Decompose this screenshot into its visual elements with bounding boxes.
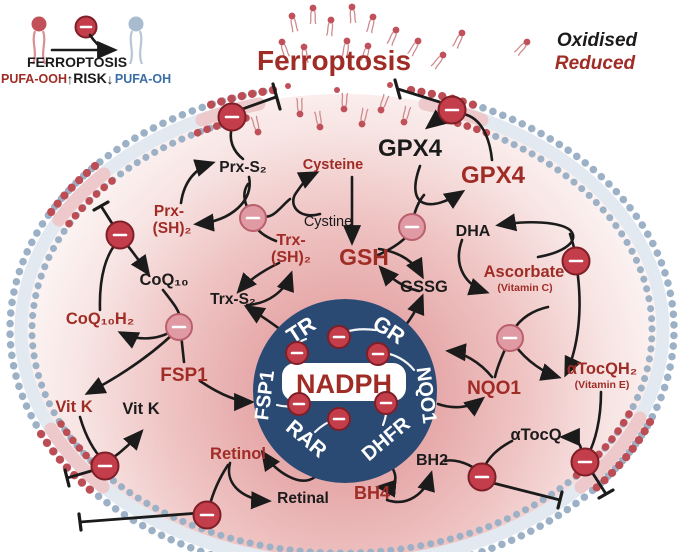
label-atocq-oxidised: αTocQ — [510, 426, 561, 444]
legend-risk-word: RISK — [73, 70, 106, 86]
label-bh4: BH4 — [354, 483, 390, 503]
metabolite-labels: GPX4 GPX4 Cysteine Cystine GSH GSSG Prx-… — [55, 135, 637, 507]
cell-membrane — [6, 85, 678, 552]
legend-ferroptosis-word: FERROPTOSIS — [27, 54, 127, 70]
label-prx-reduced-line1: Prx- — [154, 203, 184, 220]
label-vitk-oxidised: Vit K — [122, 400, 159, 418]
legend-up-arrow: ↑ — [67, 71, 74, 87]
legend-box: FERROPTOSIS PUFA-OOH ↑ RISK ↓ PUFA-OH — [1, 16, 171, 87]
label-gpx4-oxidised: GPX4 — [378, 135, 443, 162]
label-dha: DHA — [456, 223, 491, 240]
legend-oxidised: Oxidised — [557, 30, 638, 51]
label-gssg: GSSG — [400, 278, 448, 296]
label-coq10h2-reduced: CoQ₁₀H₂ — [66, 310, 134, 328]
legend-badge-link — [88, 33, 106, 51]
label-fsp1: FSP1 — [160, 365, 208, 386]
label-vitk-reduced: Vit K — [55, 398, 92, 416]
label-prx-oxidised: Prx-S₂ — [219, 159, 266, 176]
pufa-ooh-lipid-icon — [31, 16, 47, 65]
reaction-arrows — [63, 78, 615, 532]
label-trx-reduced-line1: Trx- — [276, 232, 305, 249]
pufa-oh-lipid-icon — [128, 16, 144, 65]
label-ascorbate: Ascorbate — [484, 263, 565, 281]
label-gpx4-reduced: GPX4 — [461, 162, 526, 189]
page-title: Ferroptosis — [257, 45, 411, 76]
legend-pufa-oh: PUFA-OH — [115, 72, 171, 86]
nadph-plate — [282, 363, 406, 401]
label-nqo1: NQO1 — [467, 378, 521, 399]
legend-down-arrow: ↓ — [107, 71, 114, 87]
label-ascorbate-sub: (Vitamin C) — [497, 282, 552, 294]
label-cysteine: Cysteine — [303, 157, 363, 173]
label-atocqh2-sub: (Vitamin E) — [575, 379, 630, 391]
label-prx-reduced-line2: (SH)₂ — [153, 220, 192, 237]
legend-reduced: Reduced — [555, 53, 636, 74]
minus-badges — [74, 15, 600, 530]
label-cystine: Cystine — [304, 214, 352, 230]
legend-pufa-ooh: PUFA-OOH — [1, 72, 67, 86]
burst-lipids — [249, 2, 533, 137]
minus-glyphs — [79, 25, 593, 517]
label-trx-oxidised: Trx-S₂ — [210, 291, 256, 308]
label-retinal: Retinal — [277, 490, 329, 507]
label-trx-reduced-line2: (SH)₂ — [271, 249, 311, 266]
nadph-label: NADPH — [296, 369, 392, 399]
label-coq10-oxidised: CoQ₁₀ — [139, 271, 188, 289]
label-atocqh2-reduced: αTocQH₂ — [567, 360, 637, 378]
label-gsh: GSH — [339, 244, 389, 270]
label-retinol: Retinol — [210, 445, 266, 463]
label-bh2: BH2 — [416, 452, 448, 469]
